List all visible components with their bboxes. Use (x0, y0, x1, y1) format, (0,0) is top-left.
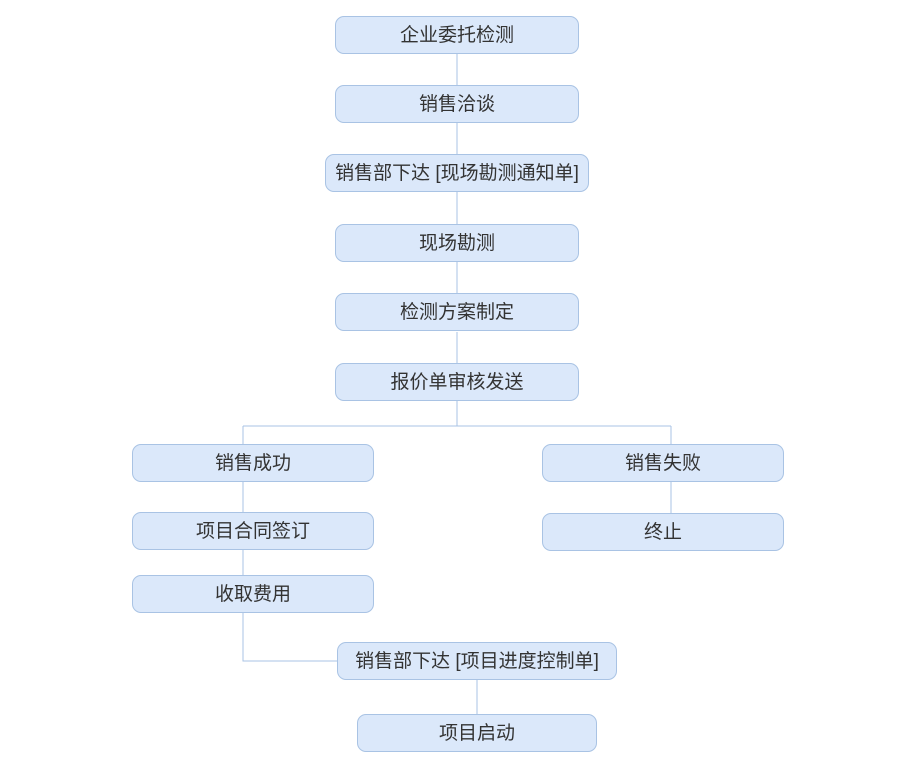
flow-node-project-start: 项目启动 (357, 714, 597, 752)
flow-node-label: 销售部下达 [项目进度控制单] (355, 650, 599, 672)
flow-node-label: 终止 (643, 521, 682, 543)
flow-node-sales-issue-progress-sheet: 销售部下达 [项目进度控制单] (337, 642, 617, 680)
flow-node-enterprise-commission-test: 企业委托检测 (335, 16, 579, 54)
flow-node-site-survey: 现场勘测 (335, 224, 579, 262)
flow-node-label: 销售失败 (624, 452, 701, 474)
flow-node-label: 检测方案制定 (399, 301, 514, 323)
flow-node-label: 现场勘测 (418, 232, 495, 254)
flow-node-sales-negotiation: 销售洽谈 (335, 85, 579, 123)
flow-node-label: 企业委托检测 (399, 24, 514, 46)
flow-node-label: 销售成功 (214, 452, 291, 474)
flow-node-label: 报价单审核发送 (390, 371, 524, 393)
flow-node-sales-failure: 销售失败 (542, 444, 784, 482)
flow-node-quotation-review-send: 报价单审核发送 (335, 363, 579, 401)
flow-node-label: 销售部下达 [现场勘测通知单] (335, 162, 579, 184)
flow-node-project-contract-signing: 项目合同签订 (132, 512, 374, 550)
flow-node-fee-collection: 收取费用 (132, 575, 374, 613)
flow-node-label: 项目启动 (438, 722, 515, 744)
flow-node-label: 项目合同签订 (195, 520, 310, 542)
flow-node-sales-issue-survey-notice: 销售部下达 [现场勘测通知单] (325, 154, 589, 192)
flow-node-sales-success: 销售成功 (132, 444, 374, 482)
flow-node-label: 销售洽谈 (418, 93, 495, 115)
flow-node-test-plan-formulation: 检测方案制定 (335, 293, 579, 331)
flow-node-label: 收取费用 (214, 583, 291, 605)
flow-node-terminate: 终止 (542, 513, 784, 551)
connector-fee-to-progress-sheet (242, 613, 337, 662)
